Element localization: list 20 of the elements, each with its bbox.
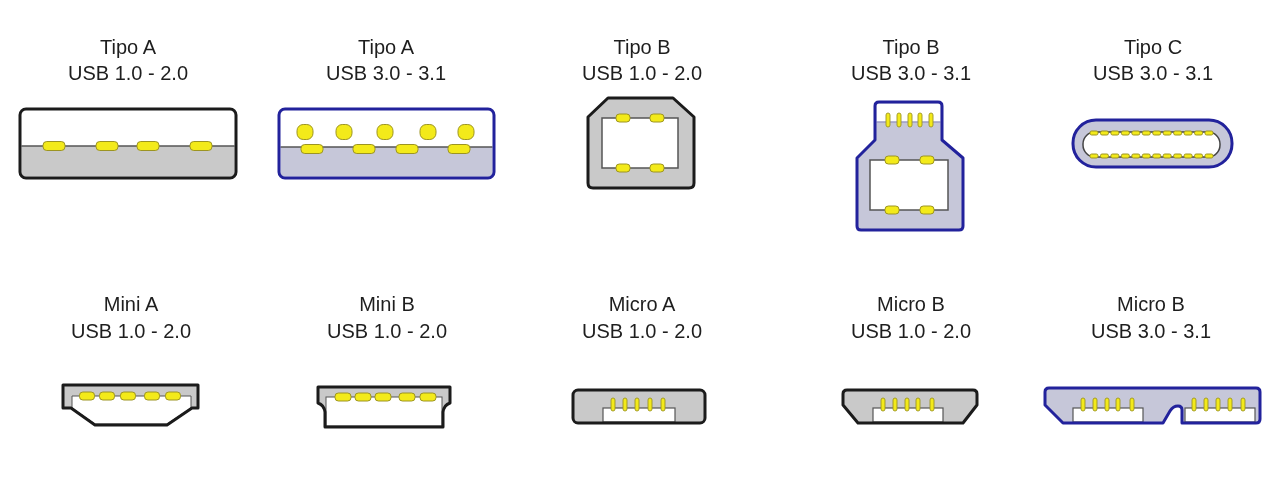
connector-type-label: Tipo B [613,36,671,58]
connector-type-label: Micro B [1117,293,1185,315]
connector-type-label: Tipo A [100,36,156,58]
connector-type-label: Micro B [877,293,945,315]
usb-version-label: USB 3.0 - 3.1 [325,62,447,84]
usb-version-label: USB 1.0 - 2.0 [326,320,448,342]
usb-version-label: USB 3.0 - 3.1 [1092,62,1214,84]
connector-type-label: Tipo A [358,36,414,58]
usb-version-label: USB 1.0 - 2.0 [67,62,189,84]
usb-version-label: USB 1.0 - 2.0 [581,320,703,342]
connector-type-label: Mini A [103,293,159,315]
usb-version-label: USB 3.0 - 3.1 [850,62,972,84]
usb-version-label: USB 1.0 - 2.0 [70,320,192,342]
connector-type-label: Tipo B [882,36,940,58]
connector-type-label: Micro A [608,293,676,315]
connector-type-label: Mini B [359,293,415,315]
usb-version-label: USB 3.0 - 3.1 [1090,320,1212,342]
usb-version-label: USB 1.0 - 2.0 [850,320,972,342]
connector-type-label: Tipo C [1123,36,1183,58]
usb-version-label: USB 1.0 - 2.0 [581,62,703,84]
